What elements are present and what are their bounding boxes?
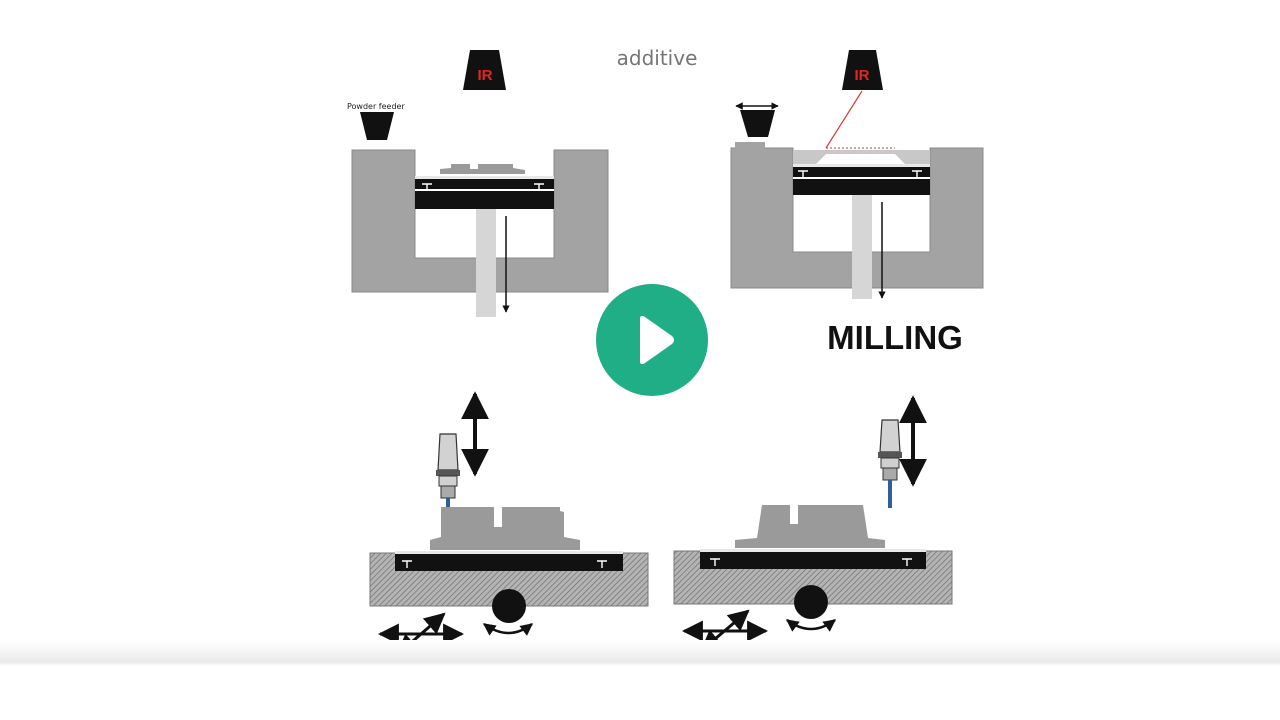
video-frame: additive IR Powder feeder — [347, 46, 984, 656]
player-bottom-bar — [0, 640, 1280, 720]
spindle-left — [436, 391, 489, 526]
spindle-right — [878, 395, 927, 508]
ir-heater-left: IR — [463, 50, 506, 90]
build-chamber-left — [351, 149, 609, 317]
milling-table-left — [369, 507, 649, 656]
powder-feeder-label: Powder feeder — [347, 102, 405, 111]
ir-heater-right: IR — [825, 50, 895, 149]
powder-feeder-left: Powder feeder — [347, 102, 405, 140]
powder-feeder-right — [735, 102, 779, 137]
ir-label-left: IR — [478, 67, 493, 84]
play-icon — [640, 315, 674, 365]
milling-title: MILLING — [827, 319, 963, 356]
ir-label-right: IR — [855, 67, 870, 84]
milling-table-right — [673, 505, 953, 652]
process-diagram: additive IR Powder feeder — [347, 46, 984, 656]
build-chamber-right — [730, 142, 984, 299]
play-button[interactable] — [596, 284, 708, 396]
additive-title: additive — [617, 46, 698, 70]
